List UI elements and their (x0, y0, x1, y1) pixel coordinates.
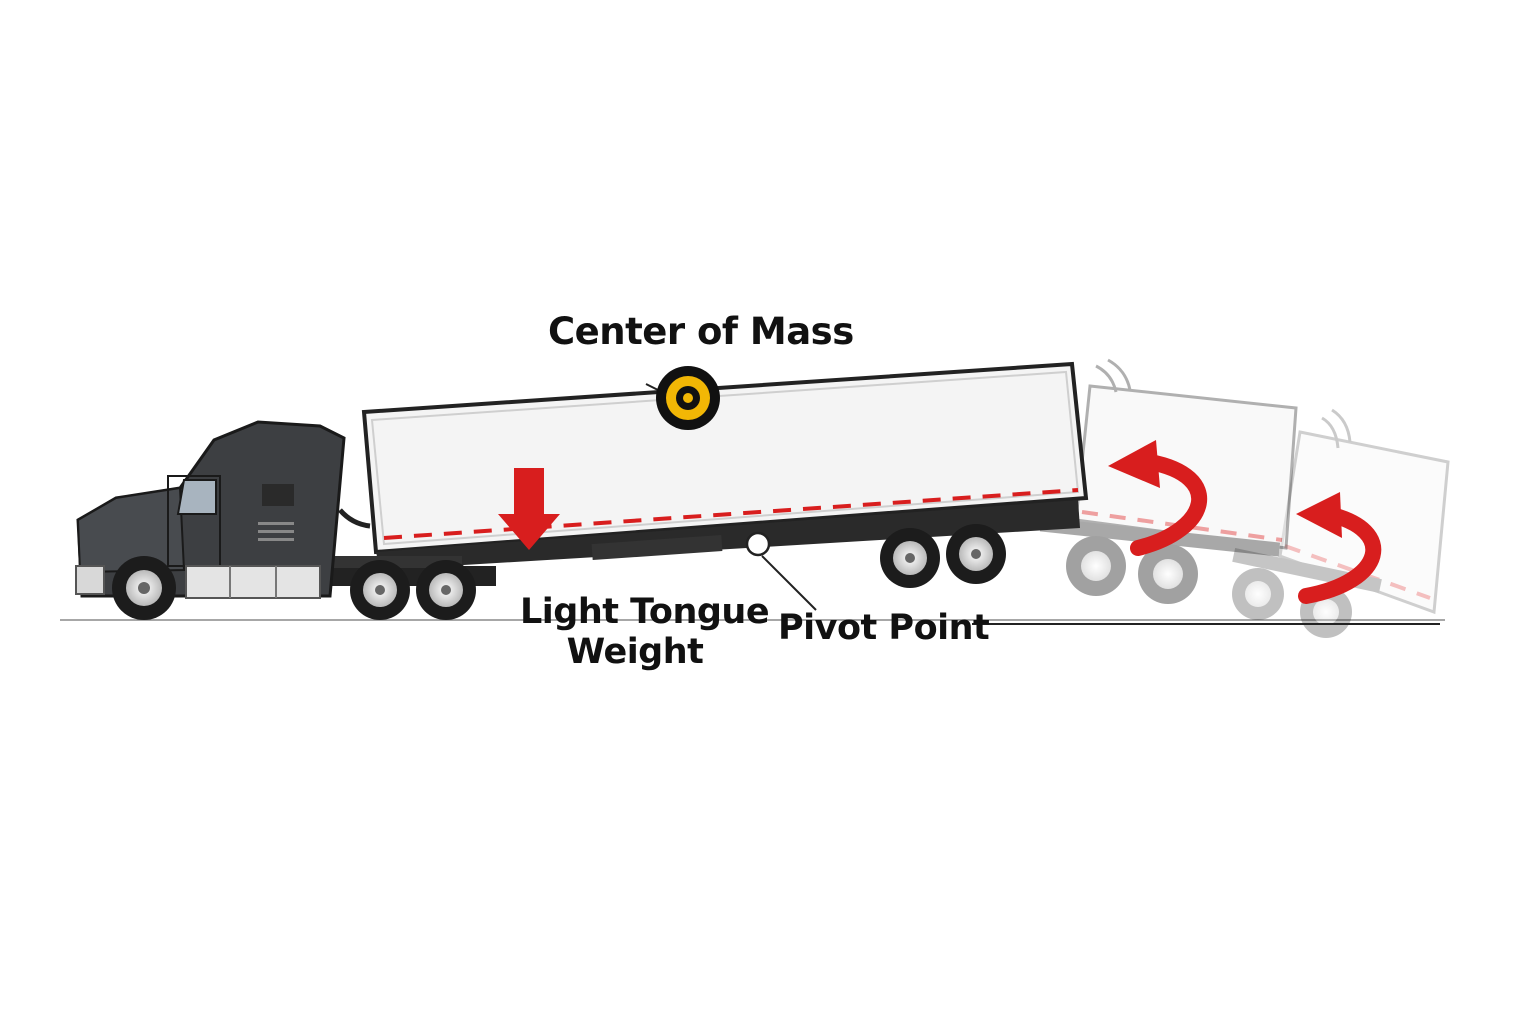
trailer (364, 364, 1086, 588)
trailer-wheel-2 (946, 524, 1006, 584)
tractor-drive-wheel-2 (416, 560, 476, 620)
tongue-label-line-1: Light Tongue (520, 592, 750, 632)
pivot-point-marker (747, 533, 769, 555)
pivot-leader-line (762, 556, 816, 610)
tractor-front-wheel (112, 556, 176, 620)
center-of-mass-label: Center of Mass (548, 310, 854, 353)
tongue-label-line-2: Weight (520, 632, 750, 672)
tractor-drive-wheel-1 (350, 560, 410, 620)
trailer-wheel-1 (880, 528, 940, 588)
pivot-point-label: Pivot Point (778, 608, 989, 648)
cab-window (178, 480, 216, 514)
light-tongue-weight-label: Light Tongue Weight (520, 592, 750, 672)
air-line (340, 510, 370, 526)
